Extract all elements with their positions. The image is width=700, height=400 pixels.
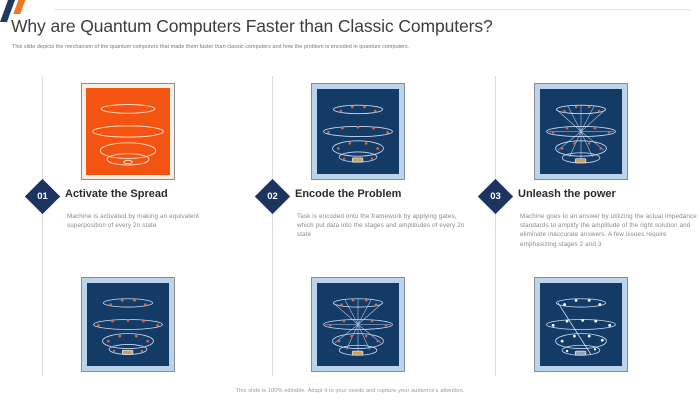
step-column-2: 02 Encode the Problem Task is encoded on… xyxy=(254,74,464,376)
step-1-title: Activate the Spread xyxy=(65,188,168,200)
step-1-bottom-visual xyxy=(81,277,175,372)
step-3-bottom-visual xyxy=(534,277,628,372)
editable-note: This slide is 100% editable. Adapt it to… xyxy=(235,388,465,394)
step-1-body: Machine is activated by making an equiva… xyxy=(67,213,199,230)
step-1-top-visual xyxy=(81,83,175,180)
step-column-3: 03 Unleash the power Machine goes to an … xyxy=(477,74,697,376)
logo-orange-slash-icon xyxy=(13,0,26,14)
step-2-body: Task is encoded onto the framework by ap… xyxy=(297,213,465,239)
steps-container: 01 Activate the Spread Machine is activa… xyxy=(0,74,700,376)
step-1-header: 01 Activate the Spread xyxy=(24,178,230,215)
page-subtitle: This slide depicts the mechanism of the … xyxy=(12,44,410,50)
step-column-1: 01 Activate the Spread Machine is activa… xyxy=(24,74,230,376)
connector-rail-bottom xyxy=(272,212,273,376)
connector-rail-top xyxy=(42,76,43,182)
step-2-bottom-visual xyxy=(311,277,405,372)
connector-rail-bottom xyxy=(495,212,496,376)
step-2-header: 02 Encode the Problem xyxy=(254,178,460,215)
header-divider xyxy=(54,9,692,10)
step-2-top-visual xyxy=(311,83,405,180)
navy-stacked-rings-orange-nodes-diagram-icon xyxy=(82,278,174,371)
connector-rail-top xyxy=(272,76,273,182)
step-3-body: Machine goes to an answer by utilizing t… xyxy=(520,213,697,248)
step-3-header: 03 Unleash the power xyxy=(477,178,683,215)
navy-stacked-rings-orange-nodes-diagram-icon xyxy=(312,84,404,179)
connector-rail-bottom xyxy=(42,212,43,376)
step-2-title: Encode the Problem xyxy=(295,188,402,200)
connector-rail-top xyxy=(495,76,496,182)
step-2-number: 02 xyxy=(267,191,278,202)
step-3-title: Unleash the power xyxy=(518,188,616,200)
navy-hourglass-spokes-diagram-icon xyxy=(535,84,627,179)
step-3-number: 03 xyxy=(490,191,501,202)
step-3-top-visual xyxy=(534,83,628,180)
navy-rings-white-nodes-diagonal-diagram-icon xyxy=(535,278,627,371)
page-title: Why are Quantum Computers Faster than Cl… xyxy=(11,16,493,36)
step-1-number: 01 xyxy=(37,191,48,202)
navy-hourglass-spokes-diagram-icon xyxy=(312,278,404,371)
orange-stacked-rings-diagram-icon xyxy=(82,84,174,179)
